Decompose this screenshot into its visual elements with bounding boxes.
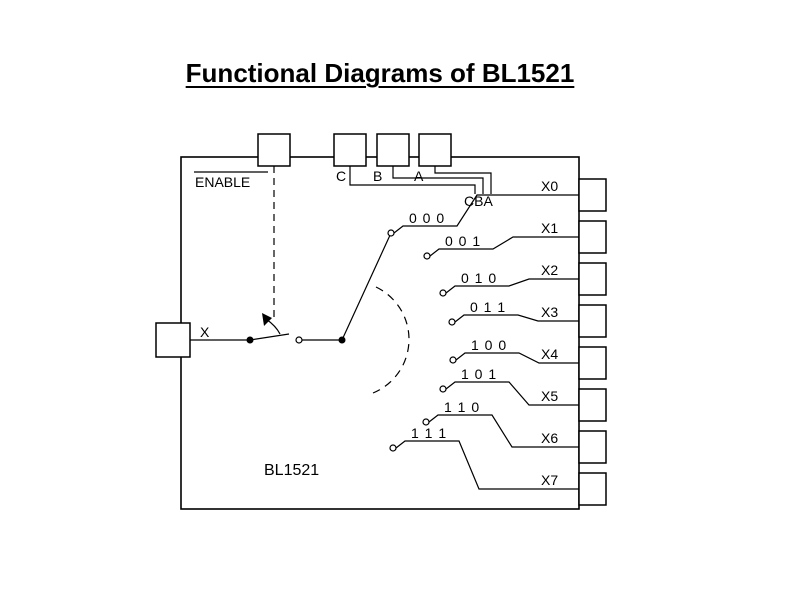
output-code-4: 1 0 0 [471,337,507,353]
output-wire-4 [455,352,579,364]
output-code-5: 1 0 1 [461,366,497,382]
enable-pin [257,133,291,167]
output-pin-2 [578,262,607,296]
output-contact-6 [422,418,430,426]
enable-switch-blade [249,333,290,341]
chip-label: BL1521 [264,462,319,479]
output-contact-5 [439,385,447,393]
output-code-6: 1 1 0 [444,399,480,415]
output-pin-5 [578,388,607,422]
page-title: Functional Diagrams of BL1521 [185,58,575,88]
output-pin-3 [578,304,607,338]
selector-arc [372,286,410,394]
address-wire-a [434,166,492,194]
output-label-0: X0 [541,178,558,194]
output-pin-7 [578,472,607,506]
address-header: CBA [464,193,493,209]
output-contact-7 [389,444,397,452]
address-wire-c [349,166,476,194]
output-contact-4 [449,356,457,364]
output-wire-3 [454,314,579,323]
output-code-2: 0 1 0 [461,270,497,286]
output-wire-5 [445,381,579,406]
output-label-7: X7 [541,472,558,488]
output-contact-2 [439,289,447,297]
output-wire-2 [445,278,579,294]
enable-label: ENABLE [195,174,250,190]
chip-body [180,156,580,510]
output-wire-7 [395,440,579,490]
output-code-3: 0 1 1 [470,299,506,315]
output-label-6: X6 [541,430,558,446]
output-contact-0 [387,229,395,237]
address-pin-c [333,133,367,167]
output-label-2: X2 [541,262,558,278]
output-pin-1 [578,220,607,254]
output-pin-6 [578,430,607,464]
output-code-1: 0 0 1 [445,233,481,249]
output-label-4: X4 [541,346,558,362]
output-code-7: 1 1 1 [411,425,447,441]
output-wire-6 [428,414,579,448]
address-pin-b [376,133,410,167]
enable-switch-contact [295,336,303,344]
input-label: X [200,324,210,340]
output-pin-0 [578,178,607,212]
address-label-b: B [373,168,382,184]
address-label-c: C [336,168,346,184]
address-pin-a [418,133,452,167]
output-label-5: X5 [541,388,558,404]
output-code-0: 0 0 0 [409,210,445,226]
output-label-3: X3 [541,304,558,320]
input-pin [155,322,191,358]
output-label-1: X1 [541,220,558,236]
output-contact-3 [448,318,456,326]
outputs-group: 0 0 0 X0 0 0 1 X1 0 1 0 X2 0 1 1 X3 1 0 0 X4 1 0 1… [387,178,607,506]
address-wire-b [392,166,484,194]
selector-arm [341,232,392,341]
output-pin-4 [578,346,607,380]
enable-arrow-curve [265,318,281,335]
output-wire-1 [429,236,579,257]
address-label-a: A [414,168,424,184]
output-contact-1 [423,252,431,260]
output-wire-0 [393,194,579,234]
